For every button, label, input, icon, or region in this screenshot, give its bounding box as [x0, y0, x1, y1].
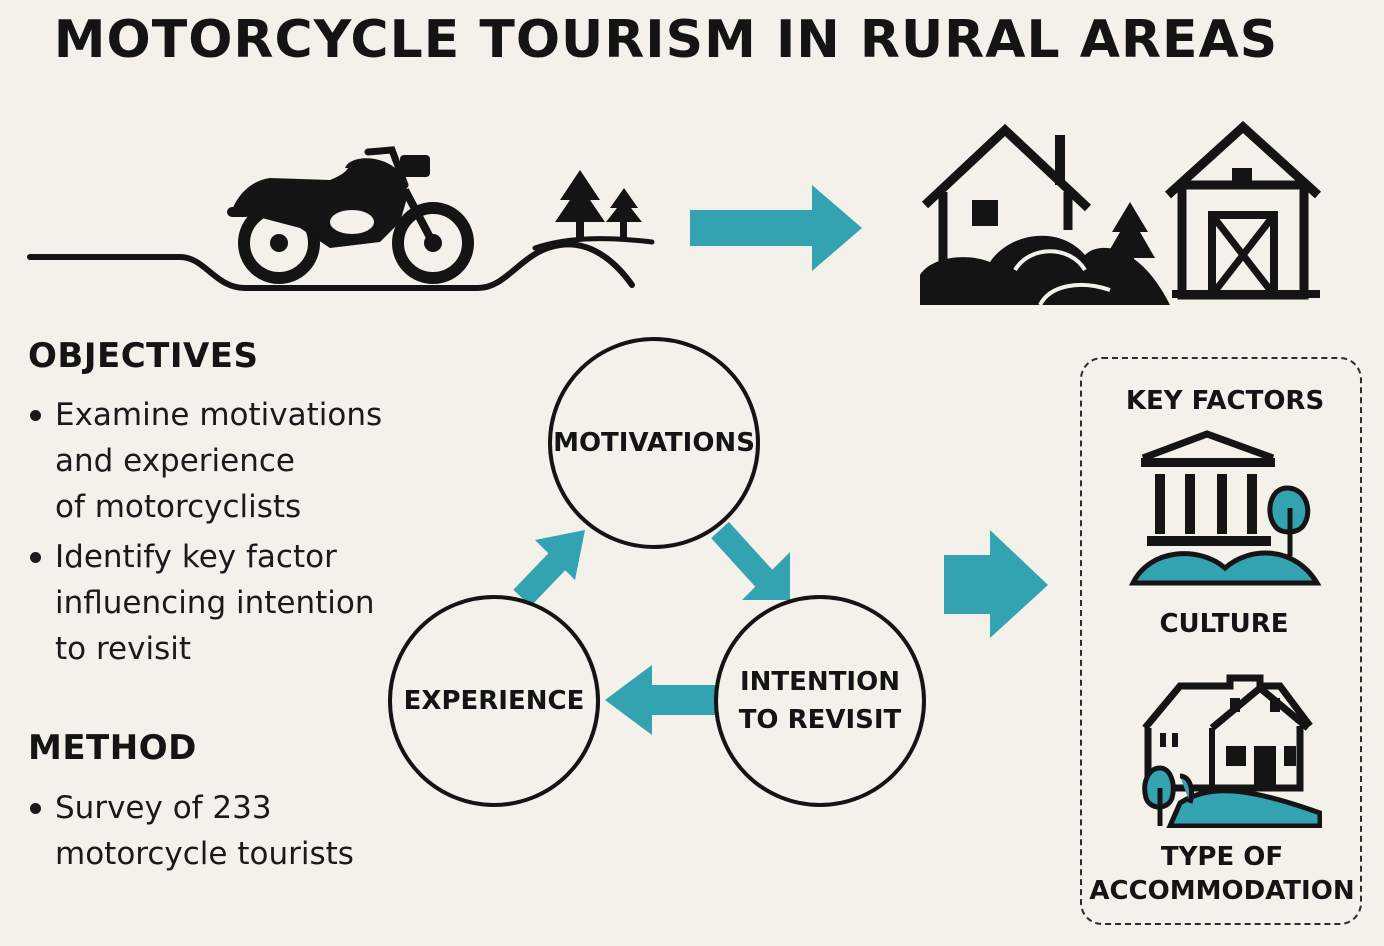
museum-icon: [1129, 430, 1322, 586]
road-icon: [27, 241, 635, 291]
method-list: Survey of 233 motorcycle tourists: [28, 785, 428, 877]
culture-label: CULTURE: [1159, 609, 1289, 639]
arrow-down-right-icon: [711, 521, 790, 600]
objectives-heading: OBJECTIVES: [28, 336, 259, 376]
arrow-right-icon: [690, 185, 862, 271]
arrow-left-icon: [605, 665, 715, 735]
barn-icon: [1164, 120, 1322, 300]
motorcycle-icon: [227, 146, 474, 284]
farmhouse-icon: [1142, 674, 1322, 828]
arrow-up-right-icon: [513, 530, 585, 607]
method-heading: METHOD: [28, 728, 197, 768]
motivations-node: MOTIVATIONS: [548, 337, 760, 549]
experience-node: EXPERIENCE: [388, 595, 600, 807]
objectives-list: Examine motivations and experience of mo…: [28, 392, 428, 672]
intention-to-revisit-node: INTENTION TO REVISIT: [714, 595, 926, 807]
rural-house-icon: [920, 123, 1170, 307]
objective-item: Identify key factor influencing intentio…: [28, 534, 428, 672]
rural-scene-illustration: [27, 120, 1322, 307]
key-factors-heading: KEY FACTORS: [1125, 386, 1325, 416]
objective-item: Examine motivations and experience of mo…: [28, 392, 428, 530]
arrow-right-icon: [944, 530, 1048, 638]
key-factors-panel: [1080, 357, 1362, 925]
type-of-accommodation-label: TYPE OF ACCOMMODATION: [1089, 842, 1355, 906]
pine-trees-icon: [555, 170, 642, 240]
tree-icon: [1267, 485, 1311, 556]
method-item: Survey of 233 motorcycle tourists: [28, 785, 428, 877]
page-title: MOTORCYCLE TOURISM IN RURAL AREAS: [53, 10, 1279, 70]
